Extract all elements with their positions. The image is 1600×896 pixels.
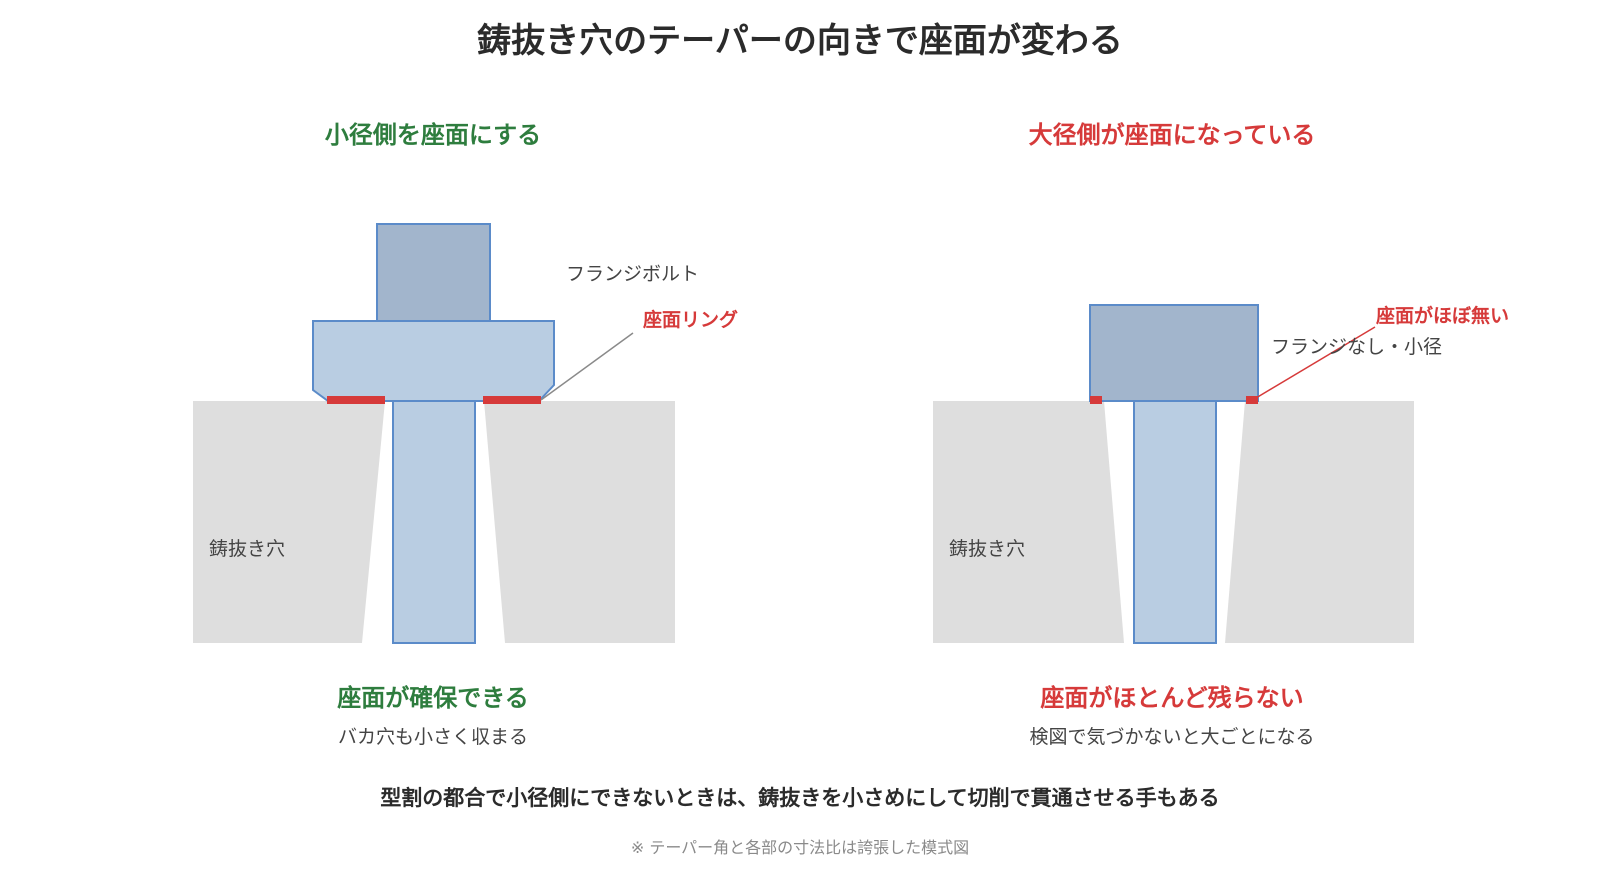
- right-bolt-shank: [1133, 400, 1217, 644]
- right-casting-right-block: [1225, 401, 1414, 643]
- right-bolt-head: [1089, 304, 1259, 402]
- right-result-title: 座面がほとんど残らない: [1040, 684, 1303, 712]
- left-seat-ring-left: [327, 396, 385, 404]
- bottom-note: 型割の都合で小径側にできないときは、鋳抜きを小さめにして切削で貫通させる手もある: [380, 786, 1219, 810]
- left-seat-leader: [540, 332, 634, 401]
- left-seat-label: 座面リング: [643, 308, 738, 331]
- left-bolt-flange: [312, 320, 555, 402]
- right-casting-left-block: [933, 401, 1124, 643]
- left-heading: 小径側を座面にする: [325, 121, 541, 149]
- right-panel: 大径側が座面になっている 座面がほぼ無い フランジなし・小径 鋳抜き穴 座面がほ…: [933, 121, 1509, 748]
- left-hole-label: 鋳抜き穴: [209, 537, 285, 560]
- right-seat-mark-left: [1090, 396, 1102, 404]
- footnote: ※ テーパー角と各部の寸法比は誇張した模式図: [631, 838, 969, 857]
- left-bolt-head: [376, 223, 491, 322]
- left-result-note: バカ穴も小さく収まる: [338, 726, 528, 748]
- left-casting-right-block: [484, 401, 675, 643]
- left-seat-ring-right: [483, 396, 541, 404]
- page-title: 鋳抜き穴のテーパーの向きで座面が変わる: [477, 21, 1123, 61]
- right-seat-mark-right: [1246, 396, 1258, 404]
- right-bolt-label: フランジなし・小径: [1271, 336, 1442, 358]
- left-bolt-shank: [392, 400, 476, 644]
- left-panel: 小径側を座面にする フランジボルト 座面リング 鋳抜き穴 座面が確保できる バカ…: [193, 121, 738, 748]
- left-result-title: 座面が確保できる: [337, 684, 529, 712]
- right-heading: 大径側が座面になっている: [1029, 121, 1316, 149]
- left-bolt-label: フランジボルト: [566, 263, 699, 285]
- right-result-note: 検図で気づかないと大ごとになる: [1029, 726, 1314, 748]
- right-hole-label: 鋳抜き穴: [949, 537, 1025, 560]
- right-seat-leader: [1255, 326, 1376, 399]
- left-casting-left-block: [193, 401, 385, 643]
- right-seat-label: 座面がほぼ無い: [1376, 304, 1509, 327]
